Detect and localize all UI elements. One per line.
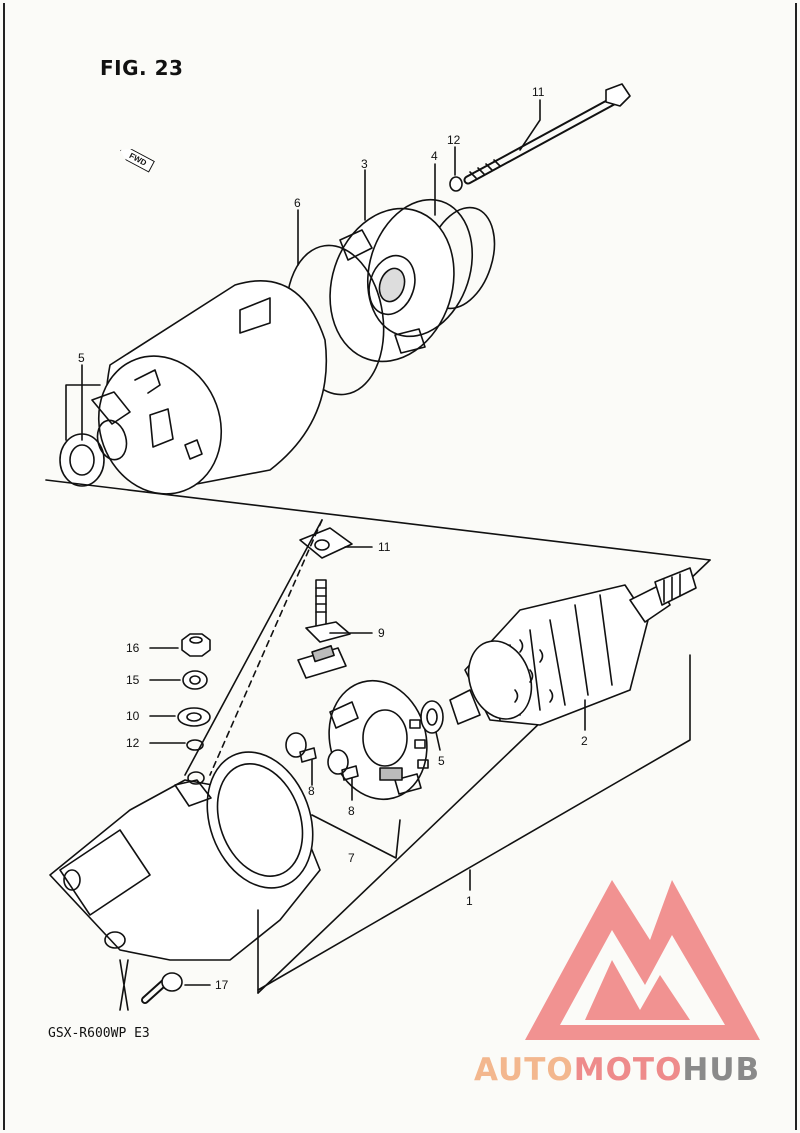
watermark-moto: MOTO (573, 1052, 683, 1088)
through-bolt-part (463, 83, 631, 185)
callout-7: 7 (348, 851, 355, 865)
figure-title: FIG. 23 (100, 56, 184, 80)
model-code: GSX-R600WP E3 (48, 1026, 150, 1041)
automotohub-logo-icon (525, 880, 760, 1040)
brush-part (285, 732, 359, 781)
callout-4: 4 (431, 149, 438, 163)
callout-16: 16 (126, 641, 140, 655)
callout-10: 10 (126, 709, 140, 723)
callout-2: 2 (581, 734, 588, 748)
callout-12: 12 (126, 736, 140, 750)
callout-13: 11 (532, 85, 545, 99)
callout-11: 11 (378, 540, 391, 554)
thrust-washer-part (420, 700, 444, 734)
washer-part (189, 675, 201, 685)
page-frame (3, 3, 797, 1130)
callout-3: 3 (361, 157, 368, 171)
callout-5-top: 5 (78, 351, 85, 365)
watermark-text: AUTOMOTOHUB (474, 1052, 760, 1088)
terminal-bolt-part (297, 527, 353, 679)
callout-8-right: 8 (348, 804, 355, 818)
callout-17: 17 (215, 978, 229, 992)
rear-cover-part (329, 198, 474, 363)
insulator-washer-part (177, 707, 211, 727)
callout-5-armature: 5 (438, 754, 445, 768)
callout-6: 6 (294, 196, 301, 210)
watermark-hub: HUB (682, 1052, 761, 1088)
washer-part (182, 670, 208, 690)
callout-15: 15 (126, 673, 140, 687)
callout-14: 12 (447, 133, 461, 147)
washer-part (186, 739, 204, 751)
callout-8-left: 8 (308, 784, 315, 798)
washer-part (449, 176, 463, 192)
callout-1: 1 (466, 894, 473, 908)
yoke-housing-part (97, 280, 328, 495)
front-cover-part (49, 751, 321, 961)
brush-holder-part (328, 679, 429, 801)
mounting-bolt-part (141, 972, 183, 1004)
callout-9: 9 (378, 626, 385, 640)
thrust-washer-part (59, 391, 131, 487)
watermark-auto: AUTO (474, 1052, 574, 1088)
nut-part (181, 633, 211, 657)
armature-part (449, 567, 697, 726)
